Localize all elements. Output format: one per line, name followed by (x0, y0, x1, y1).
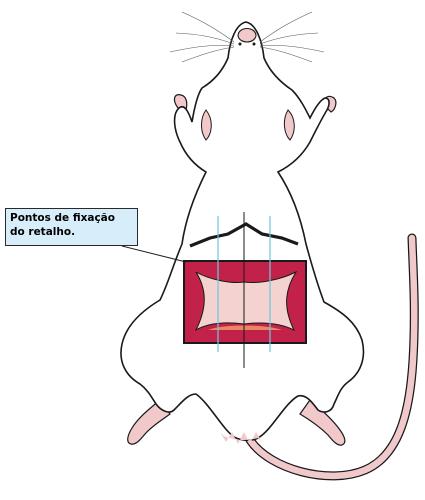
annotation-line-1: Pontos de fixação (10, 211, 133, 225)
nose (238, 29, 256, 43)
annotation-line-2: do retalho. (10, 225, 133, 239)
rat-body (121, 22, 363, 440)
annotation-callout: Pontos de fixação do retalho. (5, 208, 138, 246)
callout-leader (122, 246, 186, 262)
dorsal-skin-flap (184, 261, 306, 343)
right-eye (253, 43, 256, 46)
left-eye (239, 43, 242, 46)
